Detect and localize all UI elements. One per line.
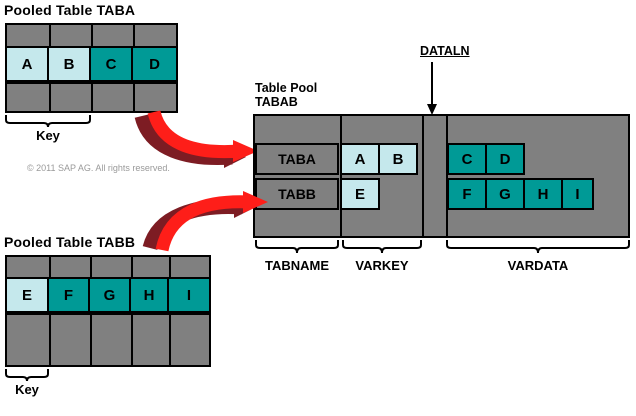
dataln-pointer-icon bbox=[424, 62, 440, 116]
pool-vardata-taba-d: D bbox=[485, 143, 525, 175]
tabb-cell-g: G bbox=[88, 277, 131, 313]
pooled-table-taba-title: Pooled Table TABA bbox=[4, 2, 136, 18]
pool-separator-varkey-dataln bbox=[422, 116, 424, 236]
pool-bracket-varkey bbox=[342, 239, 422, 255]
pool-vardata-tabb-f: F bbox=[447, 178, 487, 210]
table-pool-title-line2: TABAB bbox=[255, 95, 298, 109]
pool-vardata-taba-c: C bbox=[447, 143, 487, 175]
tabb-cell-h: H bbox=[129, 277, 169, 313]
taba-cell-a: A bbox=[5, 46, 49, 82]
pool-varkey-taba-b: B bbox=[378, 143, 418, 175]
tabb-cell-f: F bbox=[47, 277, 90, 313]
table-pool-title-line1: Table Pool bbox=[255, 81, 318, 95]
pool-row-tabname-tabb: TABB bbox=[255, 178, 339, 210]
dataln-label: DATALN bbox=[420, 44, 470, 58]
copyright-text: © 2011 SAP AG. All rights reserved. bbox=[27, 163, 170, 173]
pool-separator-tabname-varkey bbox=[340, 116, 342, 236]
pool-bracket-vardata bbox=[446, 239, 630, 255]
flow-arrow-taba-icon bbox=[134, 106, 261, 168]
taba-cell-b: B bbox=[47, 46, 91, 82]
tabb-key-bracket bbox=[5, 368, 49, 382]
tabb-key-label: Key bbox=[15, 382, 39, 397]
tabb-grid-line-h2 bbox=[7, 313, 209, 315]
pooled-table-tabb-title: Pooled Table TABB bbox=[4, 234, 136, 250]
pool-bracket-tabname bbox=[255, 239, 339, 255]
pool-label-tabname: TABNAME bbox=[264, 258, 330, 273]
taba-key-bracket bbox=[5, 114, 91, 128]
pool-vardata-tabb-i: I bbox=[561, 178, 594, 210]
flow-arrow-tabb-icon bbox=[142, 190, 271, 252]
tabb-cell-i: I bbox=[167, 277, 211, 313]
pool-label-varkey: VARKEY bbox=[355, 258, 409, 273]
pool-varkey-tabb-e: E bbox=[340, 178, 380, 210]
taba-key-label: Key bbox=[36, 128, 60, 143]
table-pool-body bbox=[253, 114, 630, 238]
pool-separator-dataln-vardata bbox=[446, 116, 448, 236]
pool-vardata-tabb-h: H bbox=[523, 178, 563, 210]
taba-cell-c: C bbox=[89, 46, 133, 82]
taba-grid-line-h2 bbox=[7, 82, 176, 84]
pool-vardata-tabb-g: G bbox=[485, 178, 525, 210]
tabb-cell-e: E bbox=[5, 277, 49, 313]
taba-cell-d: D bbox=[131, 46, 178, 82]
pool-varkey-taba-a: A bbox=[340, 143, 380, 175]
pool-row-tabname-taba: TABA bbox=[255, 143, 339, 175]
pool-label-vardata: VARDATA bbox=[507, 258, 569, 273]
